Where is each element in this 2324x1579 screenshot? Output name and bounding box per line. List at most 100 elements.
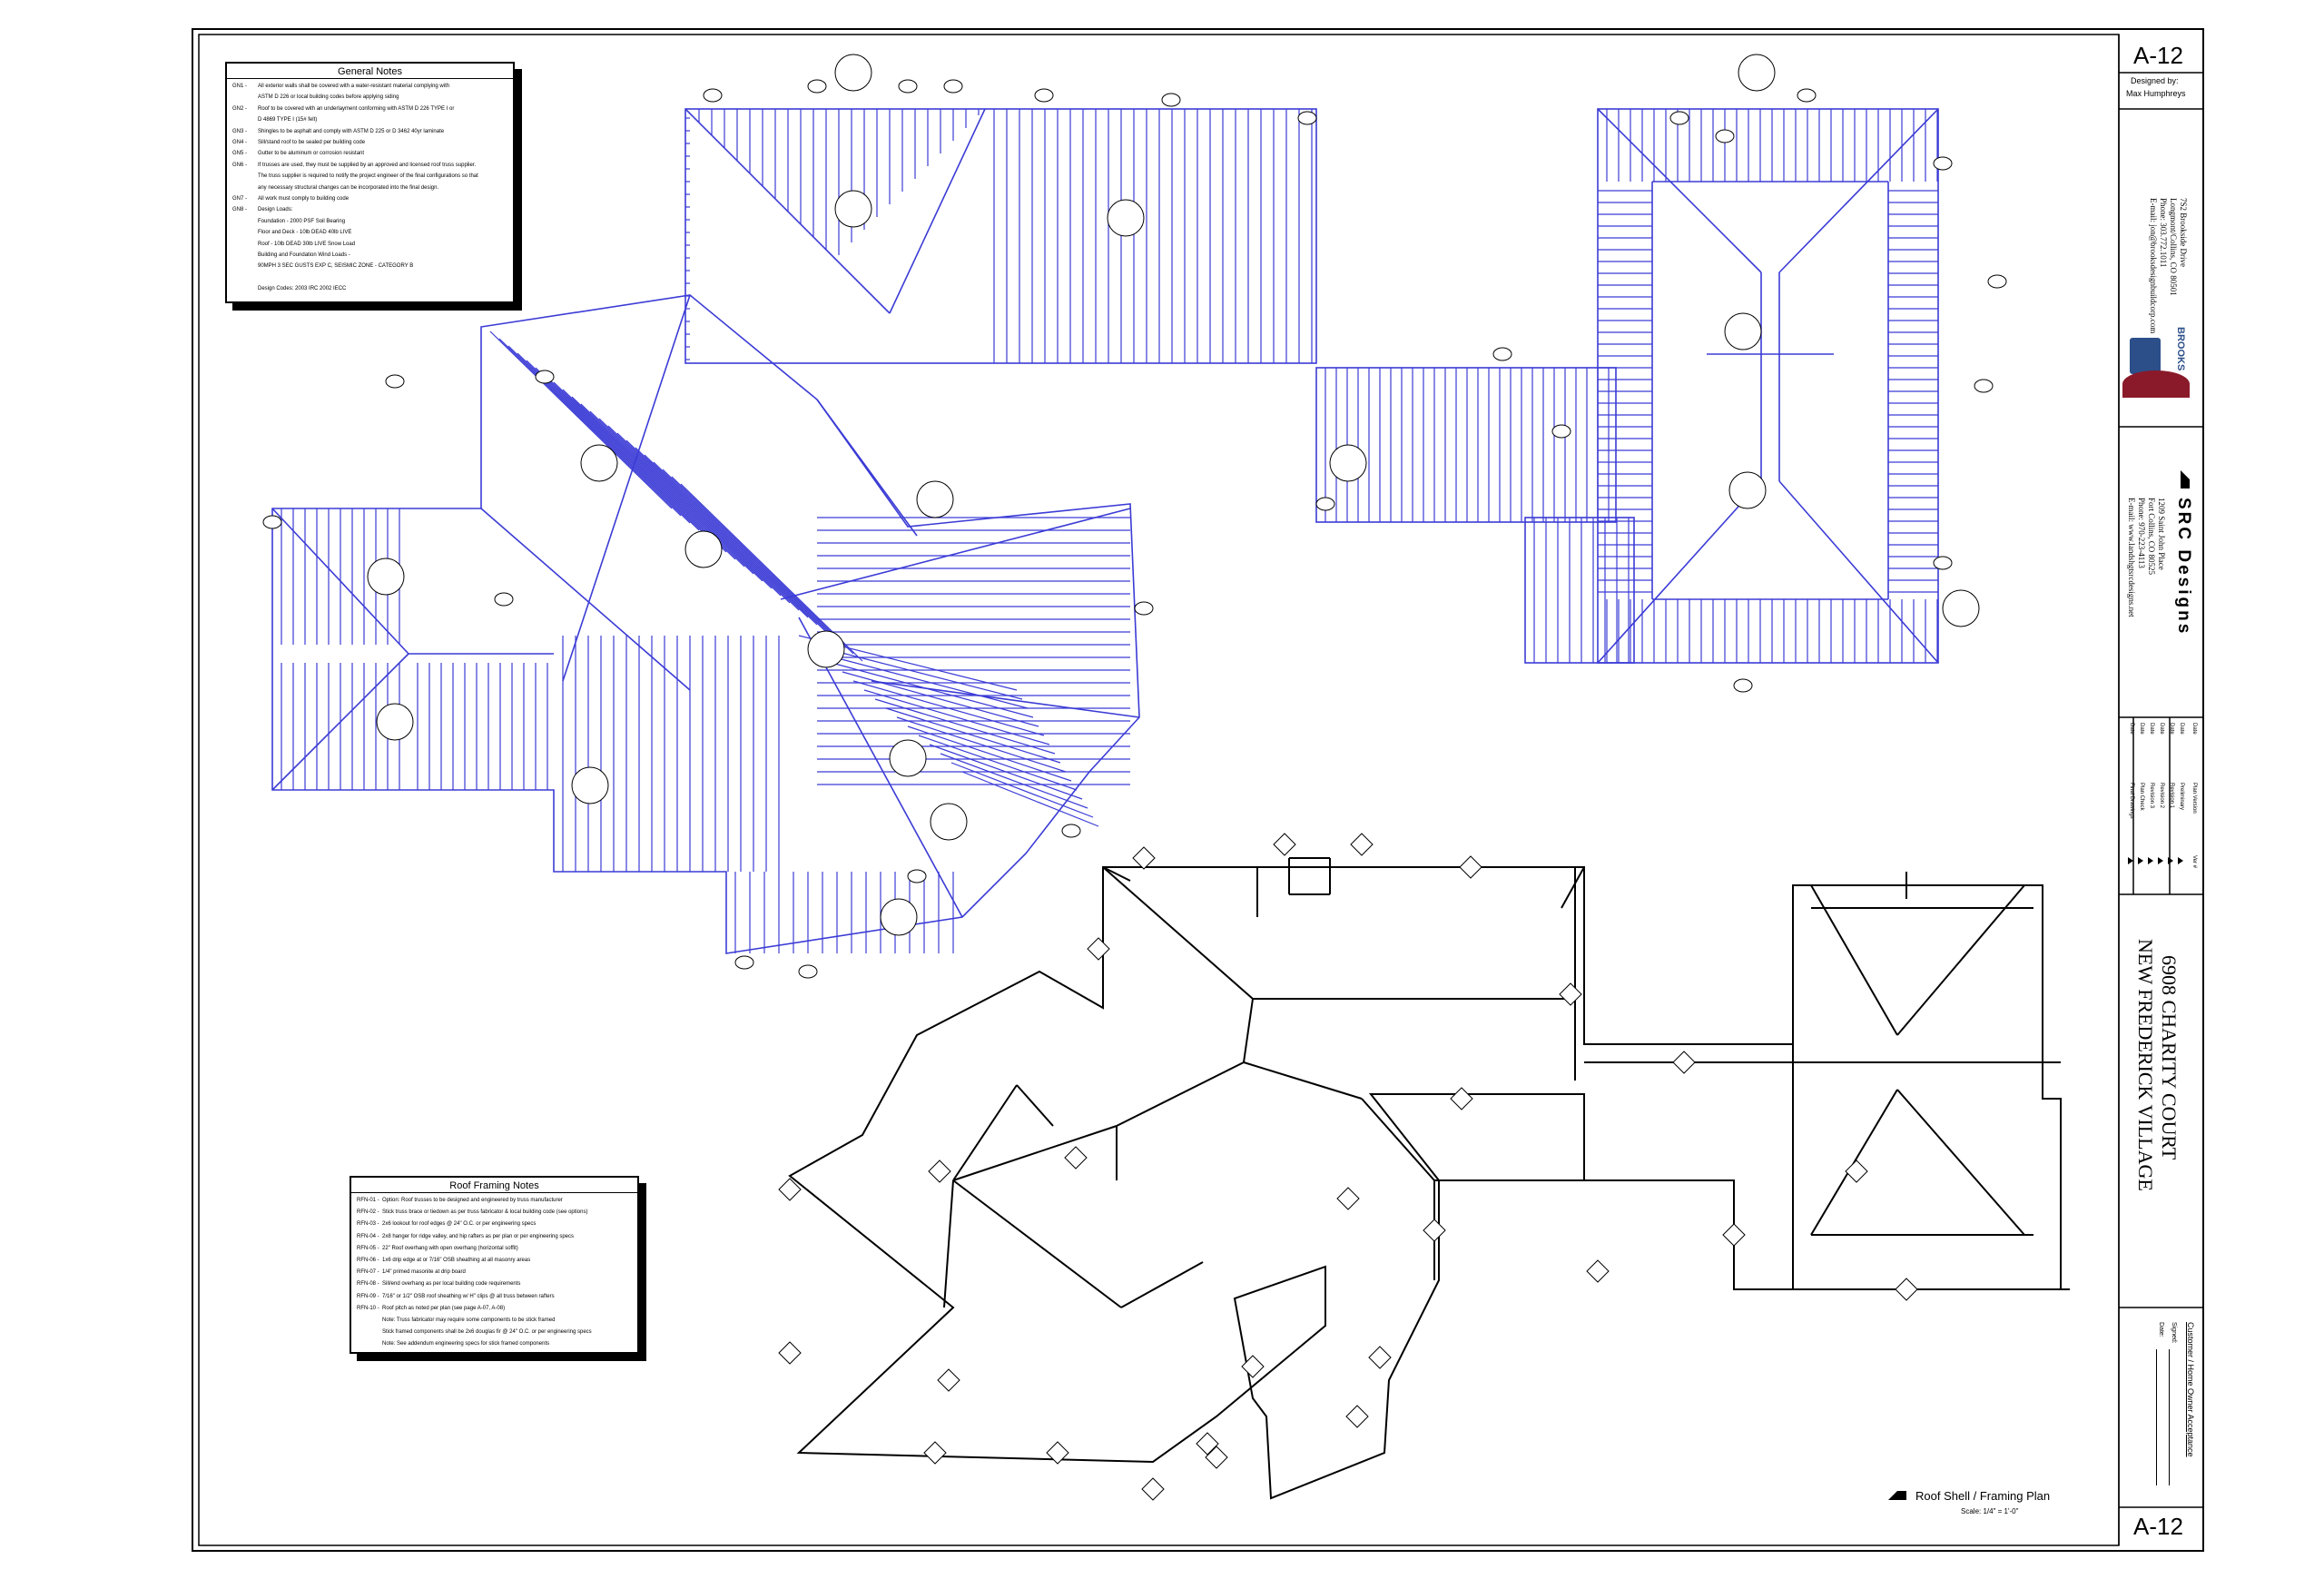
label-tag (1297, 111, 1317, 125)
label-tag (535, 370, 555, 384)
note-item: Note: Truss fabricator may require some … (357, 1317, 555, 1324)
note-item: GN8 - Design Loads: (232, 207, 292, 213)
rafter-line (607, 425, 791, 604)
note-number: RFN-02 - (357, 1209, 379, 1216)
elevation-marker (1196, 1432, 1219, 1456)
note-item: 90MPH 3 SEC GUSTS EXP C, SEISMIC ZONE - … (232, 263, 413, 270)
note-number: RFN-08 - (357, 1281, 379, 1288)
elevation-marker (1722, 1223, 1746, 1247)
note-item: GN6 -If trusses are used, they must be s… (232, 163, 476, 169)
elevation-marker (1350, 833, 1374, 856)
note-text: Roof to be covered with an underlayment … (258, 105, 455, 112)
label-tag (1669, 111, 1689, 125)
rev-header-date: Date (2191, 723, 2197, 735)
rafter-line (809, 644, 1023, 700)
project-name-block: 6908 CHARITY COURT NEW FREDERICK VILLAGE (2122, 899, 2201, 1298)
general-notes-title: General Notes (338, 66, 402, 77)
note-number: GN3 - (232, 128, 248, 134)
label-tag (1161, 93, 1181, 107)
revision-date: Date (2179, 723, 2184, 735)
elevation-marker (1087, 937, 1110, 961)
note-item: RFN-08 -Sill/end overhang as per local b… (357, 1281, 520, 1288)
pitch-callout-circle (376, 703, 414, 741)
note-text: 7/16" or 1/2" OSB roof sheathing w/ H" c… (382, 1293, 555, 1299)
note-text: Building and Foundation Wind Loads - (258, 252, 350, 258)
note-item (232, 275, 258, 281)
pitch-callout-circle (580, 444, 618, 482)
note-item: Building and Foundation Wind Loads - (232, 252, 350, 259)
elevation-marker (778, 1341, 802, 1365)
pitch-callout-circle (1107, 199, 1145, 237)
revision-version: Plan Check (2139, 783, 2144, 811)
note-number: GN4 - (232, 140, 248, 145)
pitch-callout-circle (916, 480, 954, 518)
note-text: If trusses are used, they must be suppli… (258, 162, 477, 168)
revision-delta-icon (2158, 857, 2163, 864)
firm-logo-icon (2181, 470, 2190, 489)
elevation-marker (1459, 855, 1482, 879)
note-text: 2x6 lookout for roof edges @ 24" O.C. or… (382, 1221, 537, 1228)
general-notes-box: General Notes GN1 -All exterior walls sh… (225, 62, 515, 303)
note-text: any necessary structural changes can be … (258, 184, 439, 191)
note-item: RFN-04 -2x8 hanger for ridge valley, and… (357, 1234, 574, 1240)
note-number: GN8 - (232, 207, 248, 213)
company-logo-text: BROOKS (2175, 327, 2186, 371)
elevation-markers (778, 833, 1918, 1501)
acceptance-block: Customer / Home Owner Acceptance Signed:… (2122, 1313, 2201, 1502)
note-text: 1x6 drip edge at or 7/16" OSB sheathing … (382, 1258, 531, 1263)
note-number: RFN-03 - (357, 1221, 379, 1228)
note-number: RFN-01 - (357, 1198, 379, 1203)
rafter-line (820, 653, 1029, 709)
rafter-line (526, 360, 709, 538)
label-tag (907, 869, 927, 883)
note-text: D 4869 TYPE I (15# felt) (258, 117, 318, 123)
note-number: RFN-10 - (357, 1305, 379, 1311)
rafter-line (489, 331, 673, 509)
label-tag (1551, 424, 1571, 439)
elevation-marker (1423, 1219, 1446, 1242)
elevation-marker (1046, 1441, 1069, 1465)
pitch-callout-circle (571, 766, 609, 804)
rafter-line (907, 725, 1072, 782)
pitch-callout-circle (834, 54, 872, 92)
rafter-line (940, 753, 1088, 809)
rafter-line (662, 469, 845, 647)
note-text: Note: See addendum engineering specs for… (382, 1341, 550, 1347)
rafter-line (896, 716, 1067, 773)
revision-version: Preliminary (2179, 783, 2184, 811)
rafter-line (852, 680, 1045, 736)
label-tag (1933, 156, 1953, 171)
connector-roof (1315, 367, 1617, 523)
revision-date: Date (2139, 723, 2144, 735)
note-number: GN7 - (232, 196, 248, 202)
pitch-callout-circle (1738, 54, 1776, 92)
pitch-callout-circle (807, 630, 845, 668)
label-tag (807, 79, 827, 94)
elevation-marker (1205, 1446, 1228, 1469)
revision-delta-icon (2128, 857, 2133, 864)
label-tag (1315, 497, 1335, 511)
firm-phone: Phone: 970-223-4113 (2137, 498, 2146, 568)
label-tag (1492, 347, 1512, 361)
west-wing-roof (271, 294, 1140, 954)
note-item: RFN-09 -7/16" or 1/2" OSB roof sheathing… (357, 1294, 555, 1300)
note-text: Design Loads: (258, 207, 293, 213)
note-number: RFN-09 - (357, 1293, 379, 1299)
rafter-line (544, 374, 727, 553)
note-text: Shingles to be asphalt and comply with A… (258, 128, 445, 134)
company-phone: Phone: 303.772.1011 (2159, 198, 2168, 268)
revision-date: Date (2169, 723, 2174, 735)
elevation-marker (1672, 1051, 1696, 1074)
rafter-line (571, 396, 754, 575)
elevation-marker (1273, 833, 1296, 856)
label-tag (1797, 88, 1817, 103)
pitch-callout-circle (834, 190, 872, 228)
rafter-line (553, 381, 736, 560)
note-text: All exterior walls shall be covered with… (258, 84, 450, 89)
note-number: RFN-07 - (357, 1269, 379, 1276)
elevation-marker (1345, 1405, 1369, 1428)
label-tag (1034, 88, 1054, 103)
revision-version: Revision 2 (2159, 783, 2164, 809)
designer-name: Max Humphreys (2126, 89, 2186, 98)
